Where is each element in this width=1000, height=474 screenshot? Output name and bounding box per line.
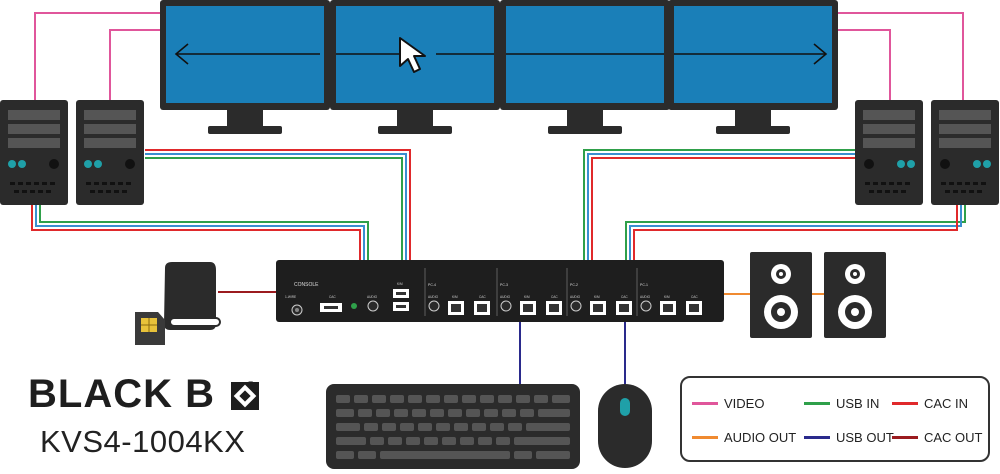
speaker-right bbox=[824, 252, 886, 338]
brand-logo: BLACK BX® bbox=[28, 372, 288, 422]
keyboard bbox=[326, 384, 580, 469]
computer-3 bbox=[855, 100, 923, 205]
kvm-switch: CONSOLE 1-WIRE CAC AUDIO K/M bbox=[276, 260, 724, 322]
kvm-audio-label: AUDIO bbox=[640, 295, 651, 299]
kvm-cac-label: CAC bbox=[479, 295, 486, 299]
kvm-km-label: K/M bbox=[594, 295, 600, 299]
legend-item-video: VIDEO bbox=[692, 396, 764, 411]
kvm-port-label: PC-3 bbox=[500, 283, 508, 287]
model-number: KVS4-1004KX bbox=[40, 424, 246, 459]
kvm-audio-label: AUDIO bbox=[500, 295, 511, 299]
legend-label: CAC IN bbox=[924, 396, 969, 411]
legend-swatch bbox=[804, 402, 830, 405]
legend-label: AUDIO OUT bbox=[724, 430, 797, 445]
mouse-cursor-icon bbox=[399, 37, 426, 73]
legend-label: USB OUT bbox=[836, 430, 894, 445]
kvm-port-label: PC-2 bbox=[570, 283, 578, 287]
speaker-left bbox=[750, 252, 812, 338]
legend-item-cac-out: CAC OUT bbox=[892, 430, 983, 445]
monitor-3 bbox=[500, 0, 670, 134]
legend-swatch bbox=[692, 402, 718, 405]
kvm-console-cac-label: CAC bbox=[329, 295, 336, 299]
kvm-km-label: K/M bbox=[664, 295, 670, 299]
kvm-port-group-1: PC-1 AUDIO K/M CAC bbox=[640, 283, 702, 315]
black-box-logo-icon bbox=[231, 382, 259, 410]
legend-label: USB IN bbox=[836, 396, 880, 411]
kvm-console-remote-label: 1-WIRE bbox=[285, 295, 296, 299]
computer-2 bbox=[76, 100, 144, 205]
legend-item-audio-out: AUDIO OUT bbox=[692, 430, 796, 445]
left-cables bbox=[31, 149, 411, 262]
kvm-cac-label: CAC bbox=[621, 295, 628, 299]
legend-item-cac-in: CAC IN bbox=[892, 396, 968, 411]
computer-4 bbox=[931, 100, 999, 205]
legend-item-usb-out: USB OUT bbox=[804, 430, 894, 445]
kvm-console-audio-label: AUDIO bbox=[367, 295, 378, 299]
kvm-cac-label: CAC bbox=[691, 295, 698, 299]
mouse bbox=[598, 384, 652, 468]
smart-card-icon bbox=[135, 312, 165, 345]
legend-label: CAC OUT bbox=[924, 430, 983, 445]
kvm-console-km-label: K/M bbox=[397, 282, 403, 286]
legend-label: VIDEO bbox=[724, 396, 765, 411]
brand-name-part1: BLACK B bbox=[28, 372, 215, 416]
legend-swatch bbox=[692, 436, 718, 439]
output-cables bbox=[218, 291, 824, 384]
legend-swatch bbox=[892, 436, 918, 439]
legend: VIDEO USB IN CAC IN AUDIO OUT USB OUT CA… bbox=[680, 376, 990, 462]
legend-swatch bbox=[892, 402, 918, 405]
right-cables bbox=[583, 149, 966, 262]
kvm-port-label: PC-4 bbox=[428, 283, 436, 287]
kvm-port-group-2: PC-2 AUDIO K/M CAC bbox=[570, 268, 638, 316]
left-arrow-icon bbox=[174, 43, 400, 65]
kvm-km-label: K/M bbox=[452, 295, 458, 299]
kvm-port-group-4: PC-4 AUDIO K/M CAC bbox=[428, 268, 498, 316]
right-arrow-icon bbox=[436, 43, 828, 65]
legend-swatch bbox=[804, 436, 830, 439]
kvm-audio-label: AUDIO bbox=[428, 295, 439, 299]
kvm-audio-label: AUDIO bbox=[570, 295, 581, 299]
smart-card-reader bbox=[164, 262, 221, 330]
kvm-console-label: CONSOLE bbox=[294, 282, 319, 288]
computer-1 bbox=[0, 100, 68, 205]
kvm-port-label: PC-1 bbox=[640, 283, 648, 287]
video-cables bbox=[34, 12, 964, 100]
monitor-1 bbox=[160, 0, 330, 134]
legend-item-usb-in: USB IN bbox=[804, 396, 879, 411]
kvm-km-label: K/M bbox=[524, 295, 530, 299]
kvm-port-group-3: PC-3 AUDIO K/M CAC bbox=[500, 268, 568, 316]
monitor-4 bbox=[668, 0, 838, 134]
kvm-cac-label: CAC bbox=[551, 295, 558, 299]
